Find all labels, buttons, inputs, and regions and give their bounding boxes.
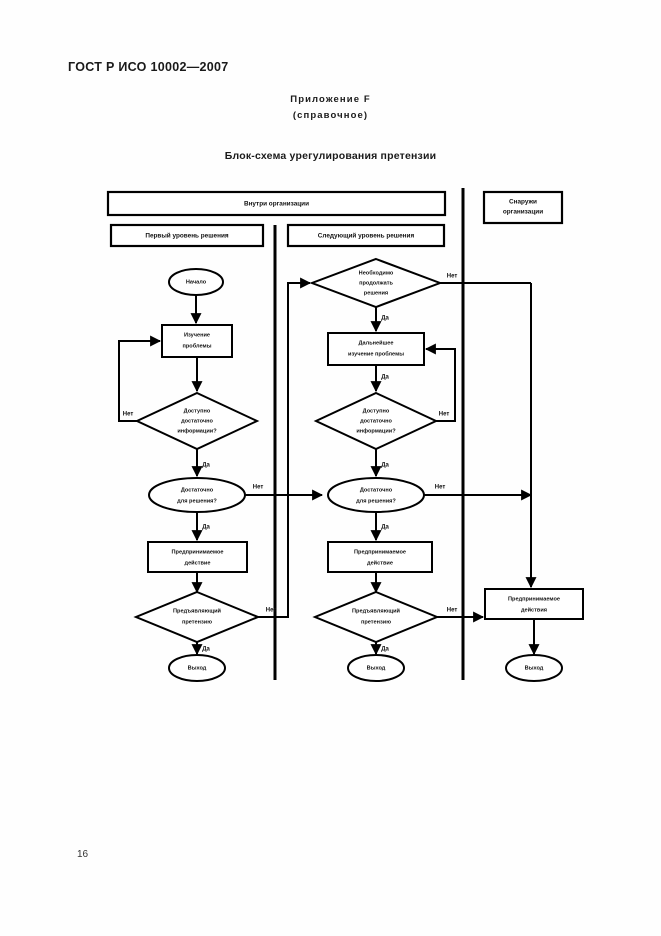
edge-label-no-claimant-1: Нет [266,608,277,614]
standard-header: ГОСТ Р ИСО 10002—2007 [68,60,229,74]
lane-header-outside: Снаружи организации [482,190,564,225]
lane-header-outside-label-2: организации [503,209,543,216]
node-study-problem-label-2: проблемы [183,342,212,349]
conn-claimant-no-1 [258,277,312,618]
node-action-3: Предпринимаемое действия [484,588,584,620]
page-number: 16 [77,849,89,860]
node-further-study: Дальнейшее изучение проблемы [327,332,425,366]
node-enough-for-decision-1: Достаточно для решения? [148,477,246,513]
node-exit-1-label: Выход [188,665,207,671]
lane-header-inside-label: Внутри организации [244,201,309,208]
edge-label-yes-claimant-2: Да [381,647,389,653]
node-further-study-label-2: изучение проблемы [348,350,404,357]
node-continue-decision-label-2: продолжать [359,280,393,286]
edge-label-yes-info-2: Да [381,463,389,469]
edge-label-no-info-2: Нет [439,412,450,418]
annex-kind: (справочное) [292,110,369,121]
lane-header-first-level-label: Первый уровень решения [145,232,229,240]
node-info-available-1-label-3: информации? [177,427,217,434]
node-enough-for-decision-1-label-2: для решения? [177,498,217,504]
node-claimant-1-label-1: Предъявляющий [173,607,221,614]
edge-label-no-continue: Нет [447,274,458,280]
edge-label-no-claimant-2: Нет [447,608,458,614]
edge-label-no-decision-2: Нет [435,485,446,491]
lane-header-next-level-label: Следующий уровень решения [318,232,415,240]
annex-label: Приложение F [290,94,371,105]
figure-title: Блок-схема урегулирования претензии [224,150,437,162]
node-claimant-2-label-2: претензию [361,619,391,625]
node-exit-1: Выход [168,654,226,682]
node-start-label: Начало [186,279,207,285]
edge-label-yes-decision-1: Да [202,525,210,531]
node-enough-for-decision-2: Достаточно для решения? [327,477,425,513]
node-action-1-label-1: Предпринимаемое [172,549,224,555]
node-enough-for-decision-2-label-1: Достаточно [360,487,393,493]
node-exit-3: Выход [505,654,563,682]
node-action-3-label-1: Предпринимаемое [508,596,560,602]
node-claimant-1: Предъявляющий претензию [133,590,261,644]
node-continue-decision-label-1: Необходимо [359,269,394,276]
edge-label-no-info-1: Нет [123,412,134,418]
node-enough-for-decision-2-label-2: для решения? [356,498,396,504]
node-action-2-label-1: Предпринимаемое [354,549,406,555]
node-further-study-label-1: Дальнейшее [359,339,394,346]
node-info-available-2-label-2: достаточно [360,418,392,424]
conn-info-no-loopback [118,335,162,422]
lane-header-outside-label-1: Снаружи [509,199,537,206]
edge-label-yes-decision-2: Да [381,525,389,531]
lane-header-first-level: Первый уровень решения [109,223,265,248]
node-claimant-2: Предъявляющий претензию [312,590,440,644]
node-info-available-1: Доступно достаточно информации? [134,391,260,451]
lane-header-next-level: Следующий уровень решения [286,223,446,248]
edge-label-yes-info-1: Да [202,463,210,469]
edge-label-no-decision-1: Нет [253,485,264,491]
edge-label-yes-claimant-1: Да [202,647,210,653]
node-info-available-2: Доступно достаточно информации? [313,391,439,451]
node-action-1: Предпринимаемое действие [147,541,248,573]
node-action-2-label-2: действие [367,559,393,566]
node-claimant-1-label-2: претензию [182,619,212,625]
node-action-1-label-2: действие [185,559,211,566]
node-info-available-1-label-1: Доступно [184,408,211,414]
node-info-available-2-label-3: информации? [356,427,396,434]
node-study-problem: Изучение проблемы [161,324,233,358]
node-study-problem-label-1: Изучение [184,332,210,338]
node-claimant-2-label-1: Предъявляющий [352,607,400,614]
node-continue-decision-label-3: решения [364,290,388,296]
node-info-available-2-label-1: Доступно [363,408,390,414]
edge-label-yes-continue: Да [381,316,389,322]
edge-label-yes-further-study: Да [381,375,389,381]
node-info-available-1-label-2: достаточно [181,418,213,424]
conn-info-2-no-loopback [424,343,456,422]
node-continue-decision: Необходимо продолжать решения [309,257,443,309]
node-exit-3-label: Выход [525,665,544,671]
node-exit-2-label: Выход [367,665,386,671]
node-action-2: Предпринимаемое действие [327,541,433,573]
node-enough-for-decision-1-label-1: Достаточно [181,487,214,493]
node-exit-2: Выход [347,654,405,682]
lane-header-inside: Внутри организации [106,190,447,217]
node-start: Начало [168,268,224,296]
node-action-3-label-2: действия [521,606,547,613]
